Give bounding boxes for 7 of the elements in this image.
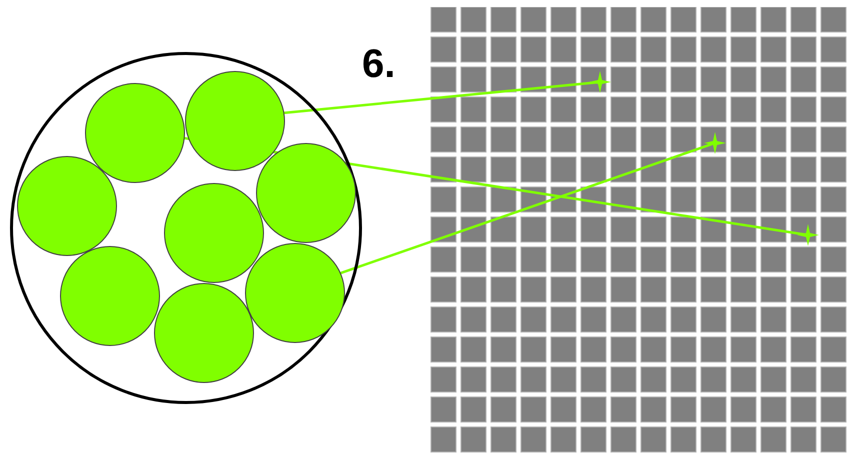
figure-number: 6. xyxy=(362,44,396,84)
star-marker-icon xyxy=(704,132,726,154)
leader-line xyxy=(282,81,597,114)
leader-line xyxy=(338,142,712,275)
cable-outline-circle xyxy=(10,52,362,404)
star-marker-icon xyxy=(589,71,611,93)
star-marker-icon xyxy=(797,224,819,246)
